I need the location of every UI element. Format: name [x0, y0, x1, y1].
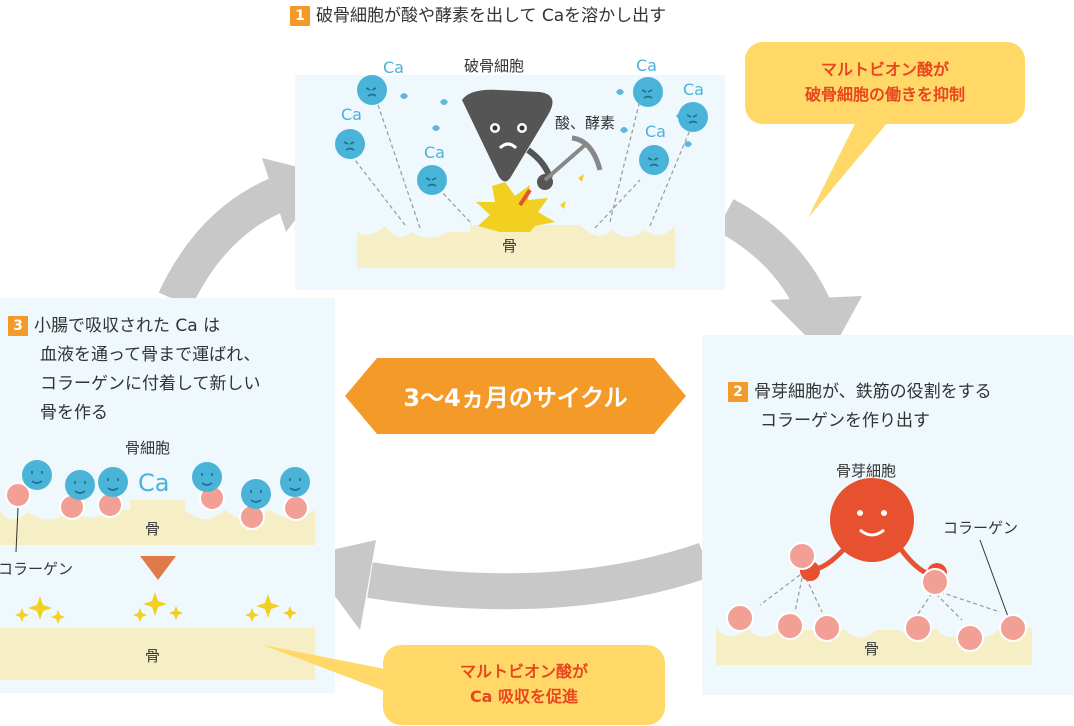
acid-enzyme-label: 酸、酵素: [555, 114, 616, 132]
callout-top-line2: 破骨細胞の働きを抑制: [804, 85, 965, 104]
step2-number: 2: [728, 382, 748, 402]
step3-sparkles: [15, 592, 297, 624]
step3-title: 3 小腸で吸収された Ca は 血液を通って骨まで運ばれ、 コラーゲンに付着して新…: [8, 312, 261, 428]
ca-label-2: Ca: [341, 105, 362, 124]
step3-line1: 小腸で吸収された Ca は: [34, 316, 221, 336]
callout-bottom-line2: Ca 吸収を促進: [469, 687, 579, 706]
step3-bone-top: [0, 500, 315, 545]
step1-bone: [357, 225, 675, 268]
step3-line3: コラーゲンに付着して新しい: [40, 374, 261, 394]
step2-line2: コラーゲンを作り出す: [760, 411, 930, 431]
step3-collagen-label: コラーゲン: [0, 560, 74, 578]
step2-bone-label: 骨: [864, 640, 880, 658]
osteoblast-label: 骨芽細胞: [836, 462, 897, 480]
osteoclast-label: 破骨細胞: [464, 57, 525, 75]
step2-collagen-balls: [726, 542, 1027, 652]
osteoblast-body: [830, 478, 914, 562]
step3-bone-label-bottom: 骨: [145, 647, 161, 665]
callout-top-line1: マルトビオン酸が: [820, 60, 949, 79]
step3-bone-label-top: 骨: [145, 520, 161, 538]
step1-text: 破骨細胞が酸や酵素を出して Caを溶かし出す: [316, 6, 667, 26]
step3-down-arrow: [140, 556, 176, 580]
cycle-arrow-up-left: [158, 172, 297, 308]
ca-label-6: Ca: [645, 122, 666, 141]
callout-bottom: マルトビオン酸が Ca 吸収を促進: [383, 645, 665, 725]
ca-label-5: Ca: [683, 80, 704, 99]
step1-bone-label: 骨: [502, 237, 518, 255]
step1-dashed-arrows: [354, 99, 691, 229]
step3-number: 3: [8, 316, 28, 336]
step1-burst: [476, 182, 555, 232]
callout-top: マルトビオン酸が 破骨細胞の働きを抑制: [745, 42, 1025, 124]
cycle-arrow-down-right-head: [770, 296, 862, 358]
osteoclast-body: [462, 89, 553, 182]
ca-label-1: Ca: [383, 58, 404, 77]
panel-step3: [0, 298, 335, 693]
cycle-label: 3～4ヵ月のサイクル: [403, 384, 628, 412]
step2-title: 2 骨芽細胞が、鉄筋の役割をする コラーゲンを作り出す: [728, 378, 992, 436]
cycle-arrow-down-right: [716, 199, 832, 318]
cycle-arrow-bottom: [367, 542, 711, 610]
step2-line1: 骨芽細胞が、鉄筋の役割をする: [754, 382, 992, 402]
step3-ca-label: Ca: [138, 469, 170, 497]
callout-bottom-line1: マルトビオン酸が: [459, 662, 588, 681]
step3-line2: 血液を通って骨まで運ばれ、: [40, 345, 261, 365]
step2-collagen-label: コラーゲン: [943, 519, 1019, 537]
bone-cell-label: 骨細胞: [125, 439, 171, 457]
step3-bone-new: [0, 628, 315, 680]
ca-label-3: Ca: [424, 143, 445, 162]
step1-title: 1 破骨細胞が酸や酵素を出して Caを溶かし出す: [290, 2, 666, 31]
step3-line4: 骨を作る: [40, 403, 108, 423]
step1-number: 1: [290, 6, 310, 26]
ca-label-4: Ca: [636, 56, 657, 75]
